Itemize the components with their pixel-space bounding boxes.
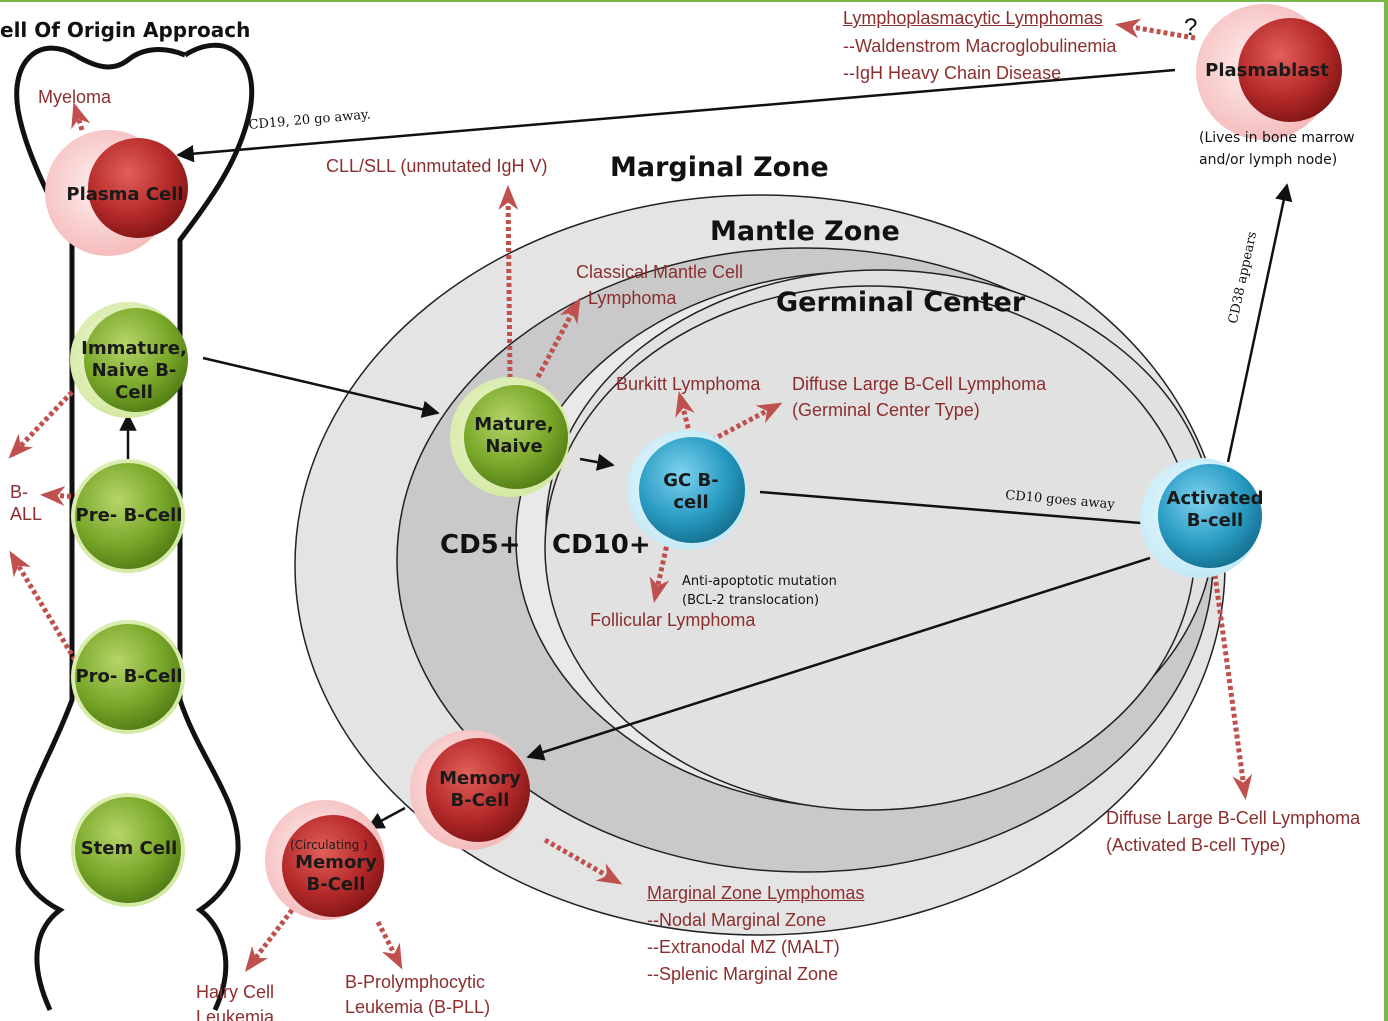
bpll-label-2: Leukemia (B-PLL) [345,997,491,1017]
hairy-cell-label-1: Hairy Cell [196,982,275,1002]
question-mark: ? [1184,14,1198,41]
circulating-memory-label: Memory B-Cell [295,852,377,895]
mature-naive-label: Mature, Naive [474,414,554,457]
lpl-item-1: --Waldenstrom Macroglobulinemia [843,36,1117,56]
pro-b-cell[interactable] [71,620,185,734]
plasmablast-cell[interactable] [1196,4,1342,140]
lpl-item-2: --IgH Heavy Chain Disease [843,63,1062,83]
bpll-label-1: B-Prolymphocytic [345,972,486,992]
plasma-cell-label: Plasma Cell [66,184,184,205]
memory-b-cell-label: Memory B-Cell [439,768,521,811]
hairy-cell-label-2: Leukemia [196,1007,275,1021]
pre-b-cell-label: Pre- B-Cell [75,505,183,526]
immature-b-cell[interactable] [70,302,188,418]
follicular-label: Follicular Lymphoma [590,610,756,630]
pro-b-cell-label: Pro- B-Cell [75,666,183,687]
plasma-cell[interactable] [45,130,188,256]
mantle-lymphoma-label-1: Classical Mantle Cell [576,262,744,282]
burkitt-label: Burkitt Lymphoma [616,374,761,394]
frame-top [0,0,1388,2]
mantle-lymphoma-label-2: Lymphoma [588,288,677,308]
activated-b-cell[interactable] [1140,458,1262,578]
cll-label: CLL/SLL (unmutated IgH V) [326,156,548,176]
bone-outline [14,42,255,1012]
mantle-zone-label: Mantle Zone [710,216,900,247]
plasmablast-label: Plasmablast [1205,60,1329,81]
circulating-tag: (Circulating ) [290,838,368,852]
dlbcl-activated-label-2: (Activated B-cell Type) [1106,835,1286,855]
cd5-label: CD5+ [440,530,521,560]
lives-note-2: and/or lymph node) [1199,152,1338,168]
activated-b-cell-label: Activated B-cell [1166,488,1264,531]
ball-label-1: B- [10,482,28,502]
lives-note-1: (Lives in bone marrow [1199,130,1355,146]
marginal-zone-label: Marginal Zone [610,152,829,183]
mz-title: Marginal Zone Lymphomas [647,883,865,903]
mature-naive-cell[interactable] [450,377,570,497]
disease-arrows [8,18,1253,972]
gc-b-cell-label: GC B-cell [663,470,719,513]
stem-cell[interactable] [71,793,185,907]
stem-cell-label: Stem Cell [80,838,178,859]
anti-apoptotic-note-2: (BCL-2 translocation) [682,593,820,608]
myeloma-label: Myeloma [38,87,112,107]
immature-b-cell-label: Immature, Naive B-Cell [81,338,187,403]
dlbcl-activated-label-1: Diffuse Large B-Cell Lymphoma [1106,808,1361,828]
cd10-label: CD10+ [552,530,651,560]
pre-b-cell[interactable] [71,459,185,573]
memory-b-cell[interactable] [410,730,530,850]
mz-item-1: --Nodal Marginal Zone [647,910,827,930]
mz-item-2: --Extranodal MZ (MALT) [647,937,840,957]
ball-label-2: ALL [10,504,43,524]
circulating-memory-cell[interactable] [265,800,385,920]
germinal-center-label: Germinal Center [776,287,1026,318]
lpl-title: Lymphoplasmacytic Lymphomas [843,8,1103,28]
mz-item-3: --Splenic Marginal Zone [647,964,839,984]
page-title: ell Of Origin Approach [0,18,251,42]
gc-b-cell[interactable] [627,430,747,550]
dlbcl-gc-label-2: (Germinal Center Type) [792,400,980,420]
dlbcl-gc-label-1: Diffuse Large B-Cell Lymphoma [792,374,1047,394]
frame-right [1384,0,1388,1021]
lineage-arrows [119,68,1293,885]
anti-apoptotic-note-1: Anti-apoptotic mutation [682,574,837,589]
